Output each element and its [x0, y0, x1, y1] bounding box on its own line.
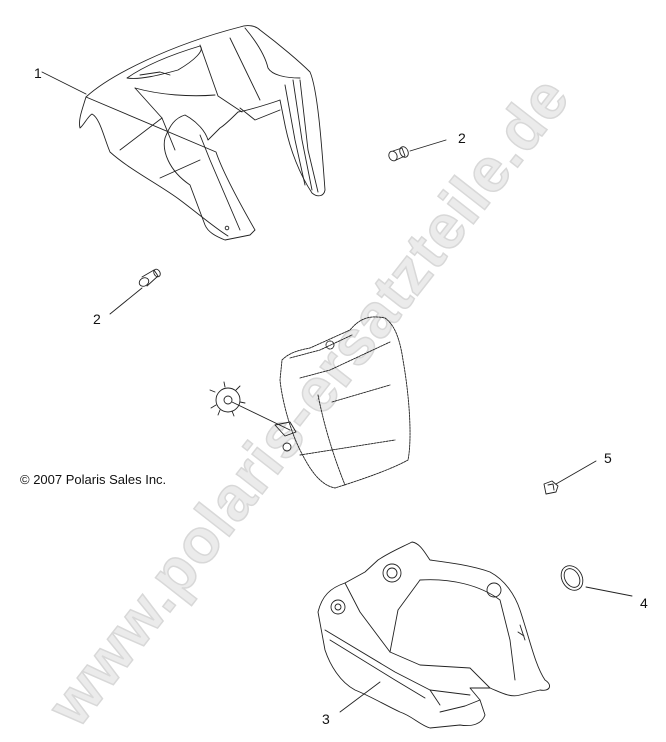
part-5-clip-nut[interactable] — [543, 480, 559, 495]
leader-5 — [555, 460, 597, 485]
leader-2b — [109, 287, 143, 315]
adjuster-gear[interactable] — [209, 381, 297, 452]
part-3-pod-base[interactable] — [317, 541, 551, 729]
part-2-screw-left[interactable] — [138, 268, 162, 288]
headlight-assembly[interactable] — [279, 316, 411, 489]
leader-1 — [41, 71, 87, 95]
leader-2a — [409, 139, 447, 152]
callout-1: 1 — [34, 65, 42, 81]
part-1-pod-cover[interactable] — [79, 25, 326, 241]
callout-2-left: 2 — [93, 311, 101, 327]
callout-5: 5 — [604, 450, 612, 466]
callout-3: 3 — [322, 711, 330, 727]
leader-4 — [585, 586, 633, 597]
callout-4: 4 — [640, 595, 648, 611]
leader-3 — [339, 681, 381, 713]
callout-2-upper: 2 — [458, 130, 466, 146]
part-2-screw-upper[interactable] — [387, 145, 410, 162]
part-4-grommet[interactable] — [557, 562, 587, 595]
copyright-notice: © 2007 Polaris Sales Inc. — [20, 472, 167, 487]
